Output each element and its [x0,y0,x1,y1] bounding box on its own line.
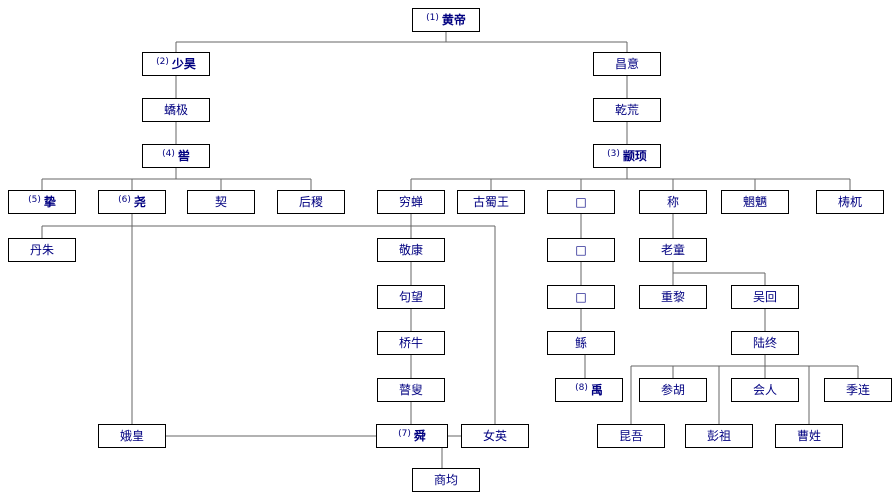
node-gusou-link[interactable]: 瞽叟 [398,383,423,397]
node-shangjun: 商均 [412,468,480,492]
node-caoxing: 曹姓 [775,424,843,448]
node-zhuanxu-link[interactable]: 颛顼 [622,149,647,163]
node-zhuanxu: (3) 颛顼 [593,144,661,168]
node-ku: (4) 喾 [142,144,210,168]
node-unknown-3: □ [547,285,615,309]
node-caoxing-link[interactable]: 曹姓 [796,429,821,443]
node-xie: 契 [187,190,255,214]
node-wuhui: 吴回 [731,285,799,309]
node-luzhong: 陆终 [731,331,799,355]
node-shun-number: (7) [398,428,411,439]
node-cheng-link[interactable]: 称 [666,195,679,209]
node-yao: (6) 尧 [98,190,166,214]
node-laotong: 老童 [639,238,707,262]
node-zhi: (5) 挚 [8,190,76,214]
node-unknown-1: □ [547,190,615,214]
node-wangliang: 魍魉 [721,190,789,214]
node-huangdi-link[interactable]: 黄帝 [441,13,466,27]
node-danzhu-link[interactable]: 丹朱 [29,243,54,257]
node-huangdi: (1) 黄帝 [412,8,480,32]
node-canhu: 参胡 [639,378,707,402]
node-unknown-2: □ [547,238,615,262]
node-cheng: 称 [639,190,707,214]
node-zhongli-link[interactable]: 重黎 [660,290,685,304]
node-jingkang: 敬康 [377,238,445,262]
node-shaohao: (2) 少昊 [142,52,210,76]
node-qiongchan: 穷蝉 [377,190,445,214]
node-yu: (8) 禹 [555,378,623,402]
node-qianhuang-link[interactable]: 乾荒 [614,103,639,117]
node-shun: (7) 舜 [376,424,448,448]
node-qianhuang: 乾荒 [593,98,661,122]
node-taowu-link[interactable]: 梼杌 [837,195,862,209]
node-unknown-3-label: □ [575,290,587,304]
node-xie-link[interactable]: 契 [214,195,227,209]
node-ku-number: (4) [162,148,175,159]
node-kunwu-link[interactable]: 昆吾 [618,429,643,443]
node-houji: 后稷 [277,190,345,214]
node-kunwu: 昆吾 [597,424,665,448]
node-qiaoniu-link[interactable]: 桥牛 [398,336,423,350]
node-shangjun-link[interactable]: 商均 [433,473,458,487]
node-wangliang-link[interactable]: 魍魉 [742,195,767,209]
node-yao-number: (6) [118,194,131,205]
node-pengzu: 彭祖 [685,424,753,448]
node-qiaoniu: 桥牛 [377,331,445,355]
node-nuying-link[interactable]: 女英 [482,429,507,443]
node-jilian-link[interactable]: 季连 [845,383,870,397]
node-taowu: 梼杌 [816,190,884,214]
node-changyi: 昌意 [593,52,661,76]
node-ehuang-link[interactable]: 娥皇 [119,429,144,443]
node-zhi-link[interactable]: 挚 [43,195,56,209]
node-changyi-link[interactable]: 昌意 [614,57,639,71]
node-danzhu: 丹朱 [8,238,76,262]
node-jiaoji-link[interactable]: 蟜极 [163,103,188,117]
node-ku-link[interactable]: 喾 [177,149,190,163]
node-nuying: 女英 [461,424,529,448]
node-zhi-number: (5) [28,194,41,205]
node-pengzu-link[interactable]: 彭祖 [706,429,731,443]
node-jilian: 季连 [824,378,892,402]
node-yu-number: (8) [575,382,588,393]
node-jiaoji: 蟜极 [142,98,210,122]
node-zhongli: 重黎 [639,285,707,309]
node-luzhong-link[interactable]: 陆终 [752,336,777,350]
node-shaohao-link[interactable]: 少昊 [171,57,196,71]
node-jingkang-link[interactable]: 敬康 [398,243,423,257]
node-wuhui-link[interactable]: 吴回 [752,290,777,304]
node-yao-link[interactable]: 尧 [133,195,146,209]
node-yu-link[interactable]: 禹 [590,383,603,397]
node-juwang: 句望 [377,285,445,309]
node-gun: 鲧 [547,331,615,355]
node-shaohao-number: (2) [156,56,169,67]
node-laotong-link[interactable]: 老童 [660,243,685,257]
node-canhu-link[interactable]: 参胡 [660,383,685,397]
node-zhuanxu-number: (3) [607,148,620,159]
node-juwang-link[interactable]: 句望 [398,290,423,304]
node-gusou: 瞽叟 [377,378,445,402]
node-ehuang: 娥皇 [98,424,166,448]
node-huangdi-number: (1) [426,12,439,23]
node-gushuwang-link[interactable]: 古蜀王 [472,195,509,209]
node-houji-link[interactable]: 后稷 [298,195,323,209]
node-shun-link[interactable]: 舜 [413,429,426,443]
node-gushuwang: 古蜀王 [457,190,525,214]
node-huiren-link[interactable]: 会人 [752,383,777,397]
node-qiongchan-link[interactable]: 穷蝉 [398,195,423,209]
node-gun-link[interactable]: 鲧 [574,336,587,350]
node-unknown-2-label: □ [575,243,587,257]
node-unknown-1-label: □ [575,195,587,209]
node-huiren: 会人 [731,378,799,402]
